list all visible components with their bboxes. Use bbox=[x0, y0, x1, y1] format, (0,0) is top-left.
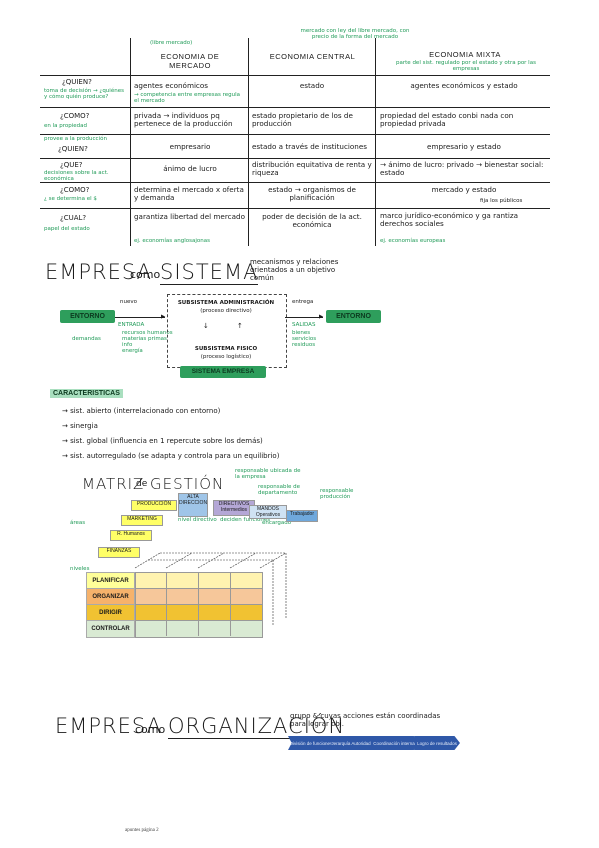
entrada-label: ENTRADA bbox=[118, 322, 145, 328]
row3-sub: provee a la producción bbox=[44, 136, 107, 142]
row1-sub: toma de decisión → ¿quiénes y cómo quién… bbox=[44, 88, 124, 100]
subsistema-admin-paren: (proceso directivo) bbox=[200, 308, 252, 314]
org-title-como: como bbox=[135, 723, 166, 736]
entrada-item-0: recursos humanos bbox=[122, 330, 173, 336]
row1-c3: agentes económicos y estado bbox=[410, 81, 518, 90]
row6-c1: garantiza libertad del mercado bbox=[134, 212, 245, 221]
row6-c1sub: ej. economías anglosajonas bbox=[134, 238, 210, 244]
level-directivos-sub: deciden funciones bbox=[220, 517, 271, 523]
row3-c3: empresario y estado bbox=[427, 142, 501, 151]
footer-text: apuntes página 2 bbox=[125, 828, 159, 833]
entorno-left-box: ENTORNO bbox=[60, 310, 115, 323]
sistema-note: mecanismos y relaciones orientados a un … bbox=[250, 258, 339, 282]
org-title-a: EMPRESA bbox=[55, 714, 162, 738]
row6-question: ¿CUAL? bbox=[60, 214, 87, 222]
entrega-label: entrega bbox=[292, 299, 314, 305]
subsistema-fisico: SUBSISTEMA FISICO bbox=[194, 346, 258, 352]
row4-c1: ánimo de lucro bbox=[163, 164, 217, 173]
row5-sub: ¿ se determina el $ bbox=[44, 196, 97, 202]
row5-c3: mercado y estado bbox=[431, 185, 497, 194]
row3-c2: estado a través de instituciones bbox=[252, 142, 368, 151]
entrada-item-1: materias primas bbox=[122, 336, 167, 342]
level-mandos: MANDOS Operativos bbox=[249, 505, 287, 519]
salidas-item-2: residuos bbox=[292, 342, 316, 348]
row1-c1sub: → competencia entre empresas regula el m… bbox=[134, 92, 240, 104]
area-marketing: MARKETING bbox=[121, 515, 163, 526]
level-mandos-sub: encargado bbox=[262, 520, 292, 526]
area-produccion: PRODUCCIÓN bbox=[131, 500, 177, 511]
matriz-cube-grid bbox=[134, 552, 287, 626]
row3-c1: empresario bbox=[169, 142, 211, 151]
header-economia-mercado: ECONOMIA DE MERCADO bbox=[160, 52, 220, 70]
level-alta-direccion: ALTA DIRECCION bbox=[178, 493, 208, 517]
row6-sub: papel del estado bbox=[44, 226, 90, 232]
org-step-2: Coordinación interna bbox=[368, 736, 420, 750]
row3-question: ¿QUIEN? bbox=[58, 145, 88, 153]
row2-c1: privada → individuos pq pertenece de la … bbox=[134, 111, 233, 128]
fn-controlar: CONTROLAR bbox=[86, 620, 135, 638]
row5-c2: estado → organismos de planificación bbox=[268, 185, 356, 202]
row6-c2: poder de decisión de la act. económica bbox=[262, 212, 362, 229]
caracteristicas-title: CARACTERISTICAS bbox=[50, 389, 123, 398]
nuevo-label: nuevo bbox=[120, 299, 137, 305]
matriz-title-a: MATRIZ bbox=[82, 475, 145, 493]
org-title-b: ORGANIZACIÓN bbox=[168, 714, 346, 739]
row1-c2: estado bbox=[299, 81, 325, 90]
area-finanzas: FINANZAS bbox=[98, 547, 140, 558]
org-step-3: Logro de resultados bbox=[414, 736, 460, 750]
sistema-title-b: SISTEMA bbox=[160, 260, 259, 285]
sistema-empresa-box: SISTEMA EMPRESA bbox=[180, 366, 266, 378]
matriz-title-b: GESTIÓN bbox=[150, 475, 225, 493]
salidas-item-1: servicios bbox=[292, 336, 317, 342]
row2-c3: propiedad del estado conbi nada con prop… bbox=[380, 111, 514, 128]
row2-c2: estado propietario de los de producción bbox=[252, 111, 353, 128]
demandas-label: demandas bbox=[72, 336, 101, 342]
row1-question: ¿QUIEN? bbox=[62, 78, 92, 86]
row4-sub: decisiones sobre la act. económica bbox=[44, 170, 109, 182]
org-note: grupo & cuyas acciones están coordinadas… bbox=[290, 712, 441, 728]
org-step-0: División de funciones bbox=[288, 736, 334, 750]
org-step-1: Jerarquía Autoridad bbox=[328, 736, 374, 750]
subsistema-admin: SUBSISTEMA ADMINISTRACIÓN bbox=[177, 300, 275, 306]
libre-mercado-note: (libre mercado) bbox=[150, 40, 193, 46]
level-trabajador: Trabajador bbox=[286, 510, 318, 522]
entorno-right-box: ENTORNO bbox=[326, 310, 381, 323]
matriz-note-2: responsable de departamento bbox=[258, 484, 300, 496]
row6-c3sub: ej. economías europeas bbox=[380, 238, 446, 244]
row5-question: ¿COMO? bbox=[60, 186, 90, 194]
header-economia-central: ECONOMIA CENTRAL bbox=[269, 52, 356, 61]
row4-c3: → ánimo de lucro: privado → bienestar so… bbox=[380, 160, 544, 177]
row1-c1: agentes económicos bbox=[134, 81, 209, 90]
sistema-title-como: como bbox=[130, 268, 161, 281]
matriz-note-1: responsable ubicada de la empresa bbox=[235, 468, 301, 480]
caract-item-3: sist. autorregulado (se adapta y control… bbox=[70, 452, 280, 460]
subsistema-fisico-paren: (proceso logístico) bbox=[200, 354, 252, 360]
header-economia-mixta: ECONOMIA MIXTA bbox=[429, 50, 501, 59]
caract-item-2: sist. global (influencia en 1 repercute … bbox=[70, 437, 263, 445]
salidas-label: SALIDAS bbox=[292, 322, 316, 328]
entrada-item-3: energía bbox=[122, 348, 143, 354]
row4-question: ¿QUE? bbox=[60, 161, 83, 169]
row5-c3sub: fija los públicos bbox=[480, 198, 523, 204]
niveles-label: niveles bbox=[70, 566, 90, 572]
row2-question: ¿COMO? bbox=[60, 112, 90, 120]
row2-sub: en la propiedad bbox=[44, 123, 88, 129]
sistema-title-a: EMPRESA bbox=[45, 260, 152, 284]
row6-c3: marco jurídico-económico y ga rantiza de… bbox=[380, 211, 519, 228]
area-rhumanos: R. Humanos bbox=[110, 530, 152, 541]
matriz-title-de: de bbox=[136, 479, 148, 489]
row-controlar bbox=[135, 620, 263, 638]
row5-c1: determina el mercado x oferta y demanda bbox=[134, 185, 244, 202]
areas-label: áreas bbox=[70, 520, 86, 526]
mixta-note: parte del sist. regulado por el estado y… bbox=[396, 60, 536, 72]
level-alta-sub: nivel directivo bbox=[178, 517, 217, 523]
entrada-item-2: info bbox=[122, 342, 133, 348]
central-note: mercado con ley del libre mercado, con p… bbox=[300, 28, 410, 40]
salidas-item-0: bienes bbox=[292, 330, 311, 336]
row4-c2: distribución equitativa de renta y rique… bbox=[252, 160, 372, 177]
matriz-note-3: responsable producción bbox=[320, 488, 354, 500]
caract-item-0: sist. abierto (interrelacionado con ento… bbox=[70, 407, 221, 415]
caract-item-1: sinergia bbox=[70, 422, 98, 430]
